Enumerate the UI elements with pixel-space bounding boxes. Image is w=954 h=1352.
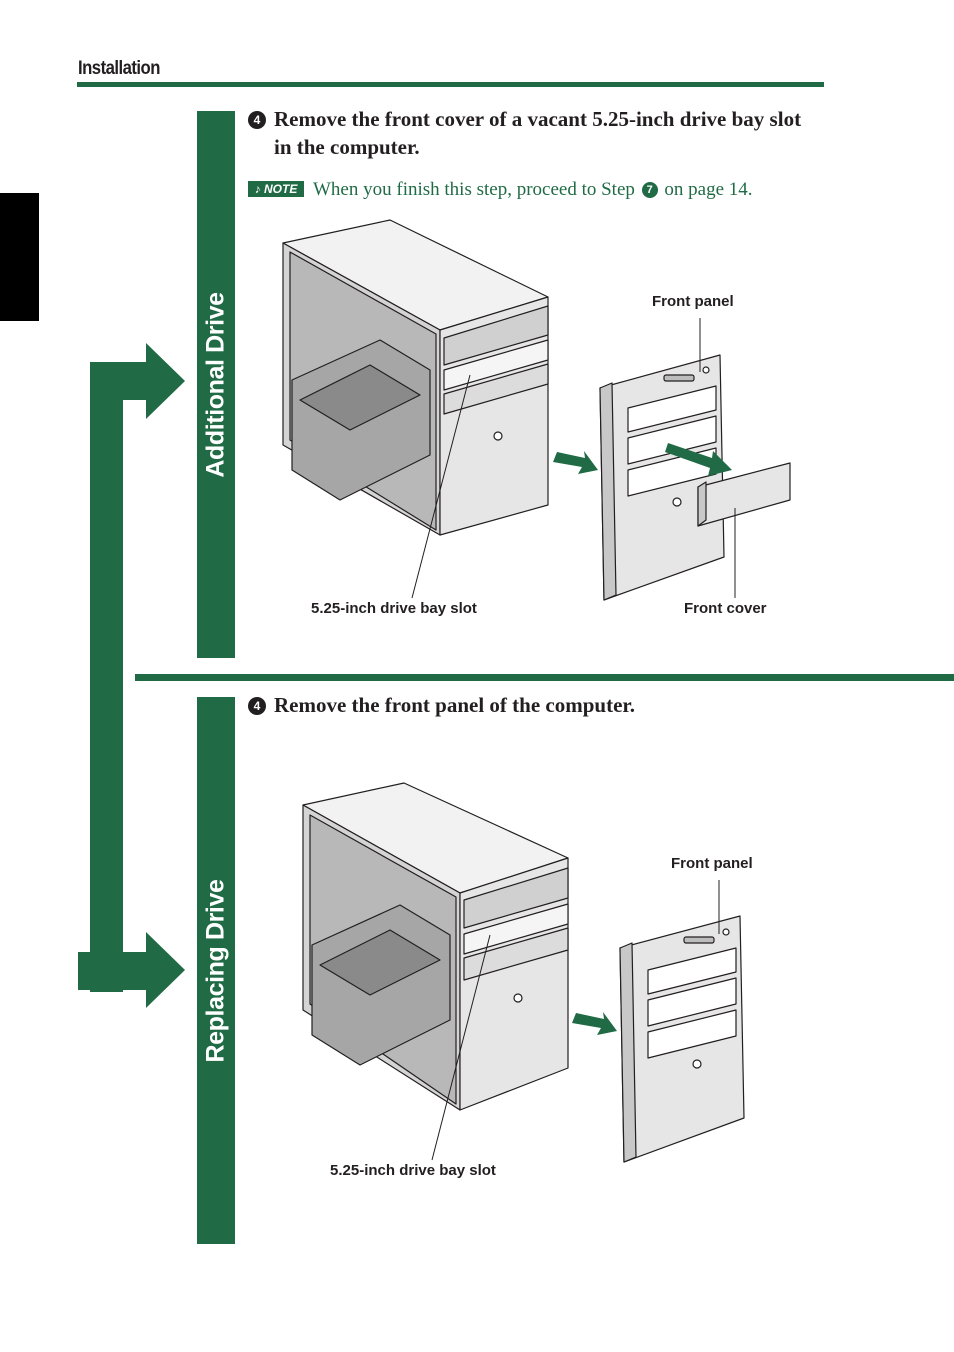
cover-arrow (665, 443, 732, 476)
flow-arrow (78, 343, 185, 1008)
note-step-badge: 7 (641, 182, 658, 198)
panel-arrow (572, 1012, 617, 1035)
step-text-line2: in the computer. (274, 135, 420, 159)
section-divider (135, 674, 954, 681)
section-title: Installation (78, 58, 160, 79)
label-front-panel: Front panel (652, 293, 734, 310)
step-number-badge: 4 (248, 111, 266, 129)
panel-arrow (553, 451, 598, 474)
step-text-line1: Remove the front cover of a vacant 5.25-… (274, 107, 802, 131)
replacing-step-heading: 4 Remove the front panel of the computer. (248, 691, 828, 719)
step-number-badge: 4 (248, 697, 266, 715)
label-front-panel: Front panel (671, 855, 753, 872)
header-rule (77, 82, 824, 87)
additional-step-heading: 4 Remove the front cover of a vacant 5.25… (248, 105, 828, 161)
label-front-cover: Front cover (684, 600, 767, 617)
additional-drive-band: Additional Drive (197, 111, 235, 658)
page-edge-tab (0, 193, 39, 321)
replacing-drive-band: Replacing Drive (197, 697, 235, 1244)
note-text-after: on page 14. (664, 179, 753, 200)
note-text-before: When you finish this step, proceed to St… (313, 179, 635, 200)
label-drive-bay-slot: 5.25-inch drive bay slot (311, 600, 477, 617)
note-badge: ♪ NOTE (248, 181, 304, 197)
note-text: When you finish this step, proceed to St… (313, 179, 753, 201)
label-drive-bay-slot: 5.25-inch drive bay slot (330, 1162, 496, 1179)
step-text: Remove the front panel of the computer. (274, 693, 636, 717)
note-badge-text: NOTE (264, 182, 298, 196)
